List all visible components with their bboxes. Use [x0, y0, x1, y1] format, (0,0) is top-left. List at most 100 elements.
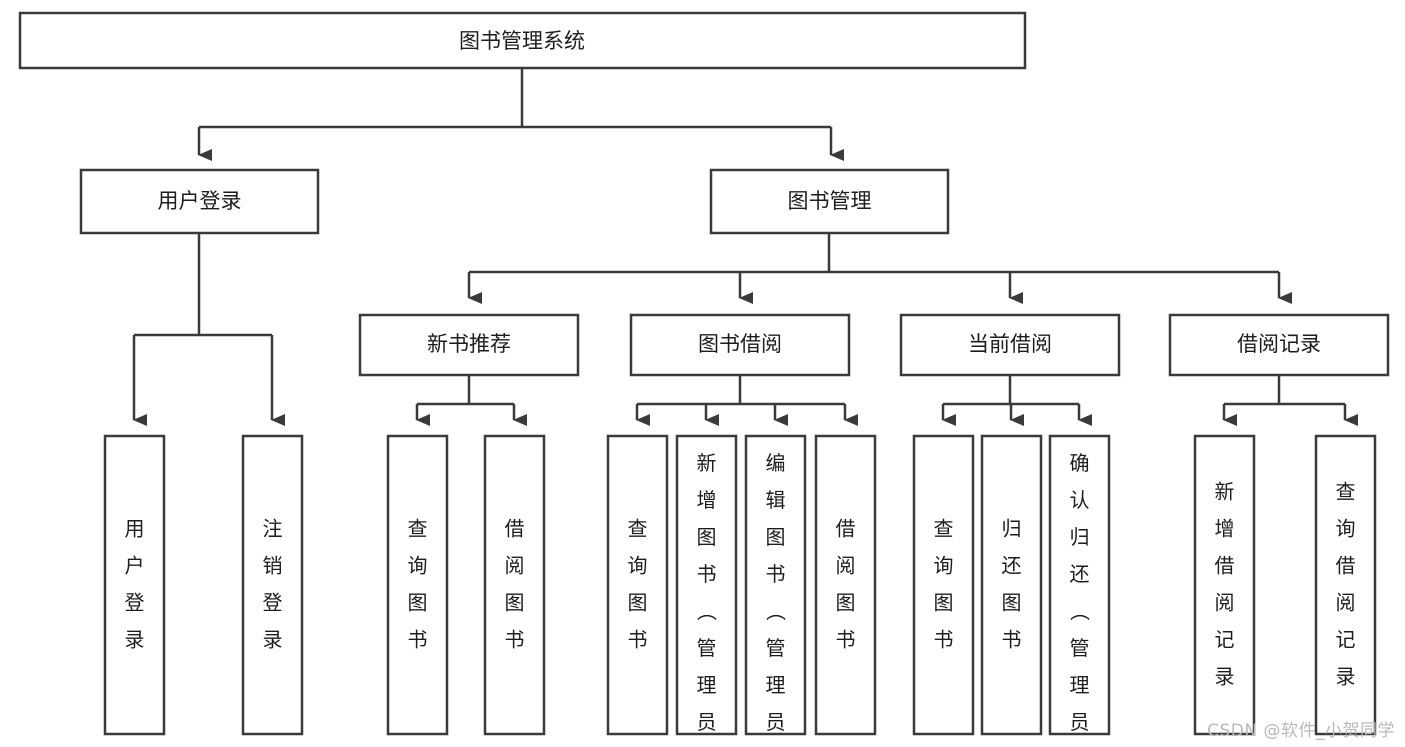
svg-text:借: 借 — [1336, 554, 1356, 578]
node-new-book-recommend-box[interactable] — [358, 313, 580, 377]
svg-text:查: 查 — [934, 517, 954, 541]
svg-text:图: 图 — [766, 525, 786, 549]
svg-text:员: 员 — [697, 710, 717, 734]
connector-book-borrow-to-leaves — [635, 375, 858, 426]
svg-text:阅: 阅 — [505, 554, 525, 578]
connector-borrow-record-to-leaves — [1222, 375, 1358, 426]
node-book-manage-label: 图书管理 — [788, 189, 872, 213]
node-book-manage[interactable]: 图书管理 — [709, 168, 950, 235]
svg-text:图: 图 — [628, 591, 648, 615]
svg-text:登: 登 — [263, 591, 283, 615]
svg-text:书: 书 — [836, 628, 856, 652]
svg-text:录: 录 — [125, 628, 145, 652]
svg-text:录: 录 — [1215, 665, 1235, 689]
svg-text:注: 注 — [263, 517, 283, 541]
leaf-query-record-box[interactable] — [1314, 434, 1377, 736]
svg-text:新: 新 — [697, 451, 717, 475]
svg-text:还: 还 — [1002, 554, 1022, 578]
svg-text:查: 查 — [408, 517, 428, 541]
leaf-edit-book-box[interactable] — [744, 434, 807, 736]
svg-text:询: 询 — [934, 554, 954, 578]
svg-text:（: （ — [695, 601, 719, 621]
leaf-query-book-2-box[interactable] — [606, 434, 669, 736]
svg-text:辑: 辑 — [766, 488, 786, 512]
svg-text:书: 书 — [1002, 628, 1022, 652]
svg-text:书: 书 — [934, 628, 954, 652]
connector-current-borrow-to-leaves — [941, 375, 1092, 426]
node-user-login[interactable]: 用户登录 — [79, 168, 320, 235]
node-new-book-recommend-label: 新书推荐 — [427, 332, 511, 356]
leaf-add-record-box[interactable] — [1193, 434, 1256, 736]
node-book-manage-box[interactable] — [709, 168, 950, 235]
svg-text:管: 管 — [1070, 636, 1090, 660]
svg-text:书: 书 — [697, 562, 717, 586]
svg-text:查: 查 — [1336, 480, 1356, 504]
svg-text:书: 书 — [408, 628, 428, 652]
svg-text:归: 归 — [1070, 525, 1090, 549]
node-root[interactable]: 图书管理系统 — [18, 11, 1027, 70]
svg-text:图: 图 — [934, 591, 954, 615]
svg-text:图: 图 — [505, 591, 525, 615]
svg-text:询: 询 — [1336, 517, 1356, 541]
svg-text:记: 记 — [1215, 628, 1235, 652]
svg-text:理: 理 — [1070, 673, 1090, 697]
leaf-add-book-box[interactable] — [675, 434, 738, 736]
svg-text:借: 借 — [1215, 554, 1235, 578]
leaf-borrow-book-1-box[interactable] — [483, 434, 546, 736]
node-borrow-record[interactable]: 借阅记录 — [1168, 313, 1390, 377]
leaf-confirm-return-box[interactable] — [1048, 434, 1111, 736]
svg-text:归: 归 — [1002, 517, 1022, 541]
leaf-query-book-3-box[interactable] — [912, 434, 975, 736]
svg-text:图: 图 — [1002, 591, 1022, 615]
svg-text:查: 查 — [628, 517, 648, 541]
node-current-borrow-box[interactable] — [899, 313, 1121, 377]
svg-text:图: 图 — [836, 591, 856, 615]
svg-text:书: 书 — [766, 562, 786, 586]
svg-text:图: 图 — [697, 525, 717, 549]
node-current-borrow-label: 当前借阅 — [968, 332, 1052, 356]
leaf-borrow-book-2-box[interactable] — [814, 434, 877, 736]
leaf-return-book-box[interactable] — [980, 434, 1043, 736]
svg-text:员: 员 — [766, 710, 786, 734]
node-book-borrow[interactable]: 图书借阅 — [629, 313, 851, 377]
svg-text:理: 理 — [766, 673, 786, 697]
svg-text:借: 借 — [505, 517, 525, 541]
csdn-watermark: CSDN @软件_小贺同学 — [1207, 721, 1395, 741]
svg-text:登: 登 — [125, 591, 145, 615]
connector-new-book-recommend-to-leaves — [415, 375, 527, 426]
svg-text:理: 理 — [697, 673, 717, 697]
node-borrow-record-label: 借阅记录 — [1237, 332, 1321, 356]
svg-text:户: 户 — [125, 554, 145, 578]
leaf-logout-box[interactable] — [241, 434, 304, 736]
svg-text:销: 销 — [263, 554, 283, 578]
node-book-borrow-box[interactable] — [629, 313, 851, 377]
svg-text:书: 书 — [628, 628, 648, 652]
leaf-user-login-box[interactable] — [103, 434, 166, 736]
leaf-query-book-1-box[interactable] — [386, 434, 449, 736]
node-root-label: 图书管理系统 — [459, 29, 585, 53]
connector-root-to-level2 — [197, 68, 844, 161]
node-root-box[interactable] — [18, 11, 1027, 70]
svg-text:增: 增 — [1215, 517, 1235, 541]
node-book-borrow-label: 图书借阅 — [698, 332, 782, 356]
connector-book-manage-to-level3 — [467, 233, 1292, 304]
node-borrow-record-box[interactable] — [1168, 313, 1390, 377]
node-new-book-recommend[interactable]: 新书推荐 — [358, 313, 580, 377]
svg-text:确: 确 — [1070, 451, 1090, 475]
svg-text:管: 管 — [766, 636, 786, 660]
svg-text:还: 还 — [1070, 562, 1090, 586]
svg-text:员: 员 — [1070, 710, 1090, 734]
node-current-borrow[interactable]: 当前借阅 — [899, 313, 1121, 377]
leaf-node-labels: 用户登录注销登录查询图书借阅图书查询图书新增图书（管理员）编辑图书（管理员）借阅… — [125, 451, 1356, 734]
